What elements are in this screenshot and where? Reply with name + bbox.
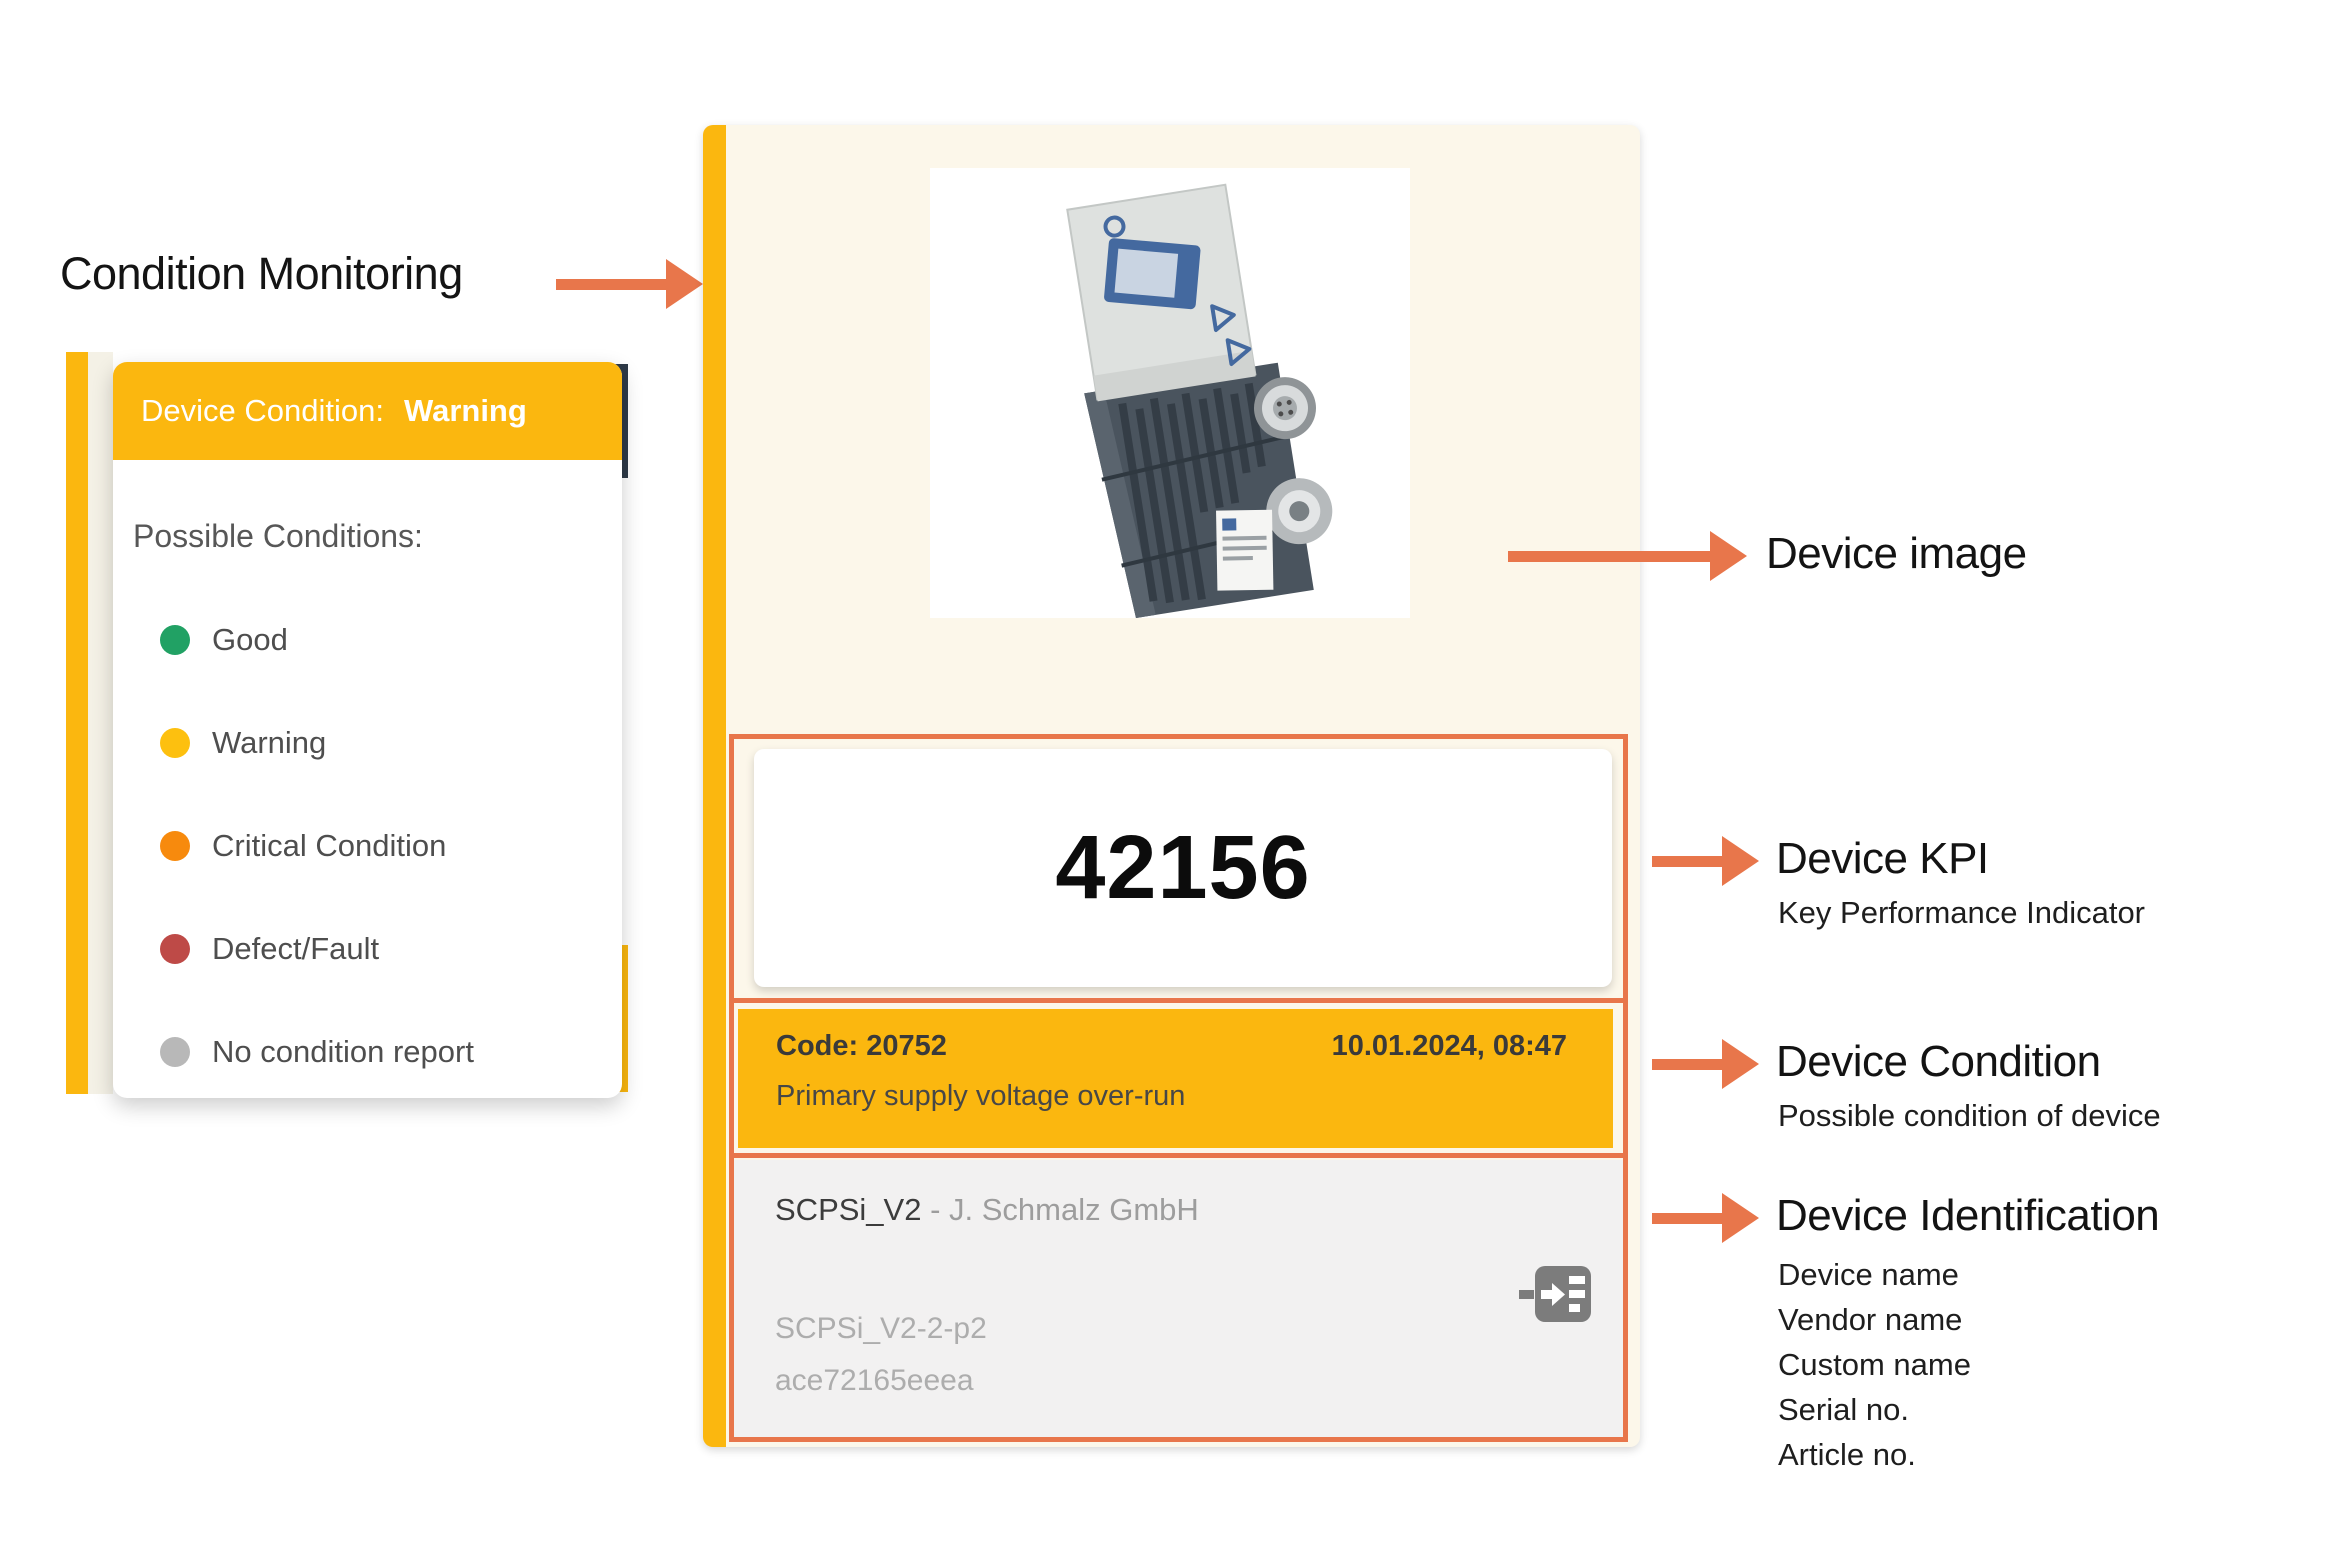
status-dot-good-icon [160,625,190,655]
device-name-line: SCPSi_V2 - J. Schmalz GmbH [775,1192,1199,1228]
status-dot-none-icon [160,1037,190,1067]
status-dot-critical-icon [160,831,190,861]
device-condition-accent-bar [703,125,726,1447]
possible-conditions-title: Possible Conditions: [133,518,423,554]
device-identification-section: SCPSi_V2 - J. Schmalz GmbH SCPSi_V2-2-p2… [734,1160,1623,1437]
vendor-name: J. Schmalz GmbH [949,1192,1199,1227]
device-identification-sublabels: Device name Vendor name Custom name Seri… [1778,1252,1971,1477]
device-card[interactable]: 42156 Code: 20752 10.01.2024, 08:47 Prim… [703,125,1640,1447]
device-image-box [930,168,1410,619]
identification-field-label: Serial no. [1778,1392,1909,1427]
legend-label: Good [212,622,288,657]
condition-message: Primary supply voltage over-run [776,1080,1186,1112]
legend-item-good: Good [160,622,622,658]
open-details-icon [1519,1266,1591,1322]
device-condition-label: Device Condition [1776,1037,2101,1086]
condition-code: Code: 20752 [776,1030,947,1062]
device-photo [1066,183,1333,619]
device-condition-sublabel: Possible condition of device [1778,1098,2161,1133]
legend-item-defect: Defect/Fault [160,931,622,967]
custom-name: SCPSi_V2-2-p2 [775,1312,987,1345]
device-identification-label: Device Identification [1776,1191,2160,1240]
status-dot-warning-icon [160,728,190,758]
device-kpi-sublabel: Key Performance Indicator [1778,895,2146,930]
popup-header: Device Condition: Warning [113,362,622,460]
legend-label: Warning [212,725,327,760]
arrow-right-icon [1652,1039,1759,1089]
serial-number: ace72165eeea [775,1364,974,1397]
device-kpi-label: Device KPI [1776,834,1989,883]
device-condition-popup: Device Condition: Warning Possible Condi… [113,362,622,1098]
condition-monitoring-heading: Condition Monitoring [60,248,463,299]
popup-header-label: Device Condition: [141,393,384,428]
condition-timestamp: 10.01.2024, 08:47 [1331,1030,1567,1062]
name-vendor-separator: - [921,1192,950,1227]
status-dot-defect-icon [160,934,190,964]
arrow-right-icon [1652,1193,1759,1243]
popup-header-value: Warning [403,393,527,428]
arrow-right-icon [1652,836,1759,886]
legend-item-critical: Critical Condition [160,828,622,864]
device-name: SCPSi_V2 [775,1192,922,1227]
device-kpi-card: 42156 [754,749,1612,987]
hidden-card-edge [88,352,113,1094]
legend-item-no-report: No condition report [160,1034,622,1070]
arrow-right-icon [556,259,703,309]
legend-label: No condition report [212,1034,474,1069]
device-image-label: Device image [1766,529,2027,578]
kpi-value: 42156 [1055,817,1311,918]
legend-label: Critical Condition [212,828,447,863]
identification-field-label: Custom name [1778,1347,1971,1382]
identification-field-label: Device name [1778,1257,1959,1292]
identification-field-label: Vendor name [1778,1302,1963,1337]
legend-label: Defect/Fault [212,931,380,966]
hidden-card-accent-bar [66,352,88,1094]
legend-item-warning: Warning [160,725,622,761]
device-condition-bar: Code: 20752 10.01.2024, 08:47 Primary su… [738,1009,1613,1148]
identification-field-label: Article no. [1778,1437,1916,1472]
arrow-right-icon [1508,531,1747,581]
device-details-button[interactable] [1519,1264,1595,1324]
